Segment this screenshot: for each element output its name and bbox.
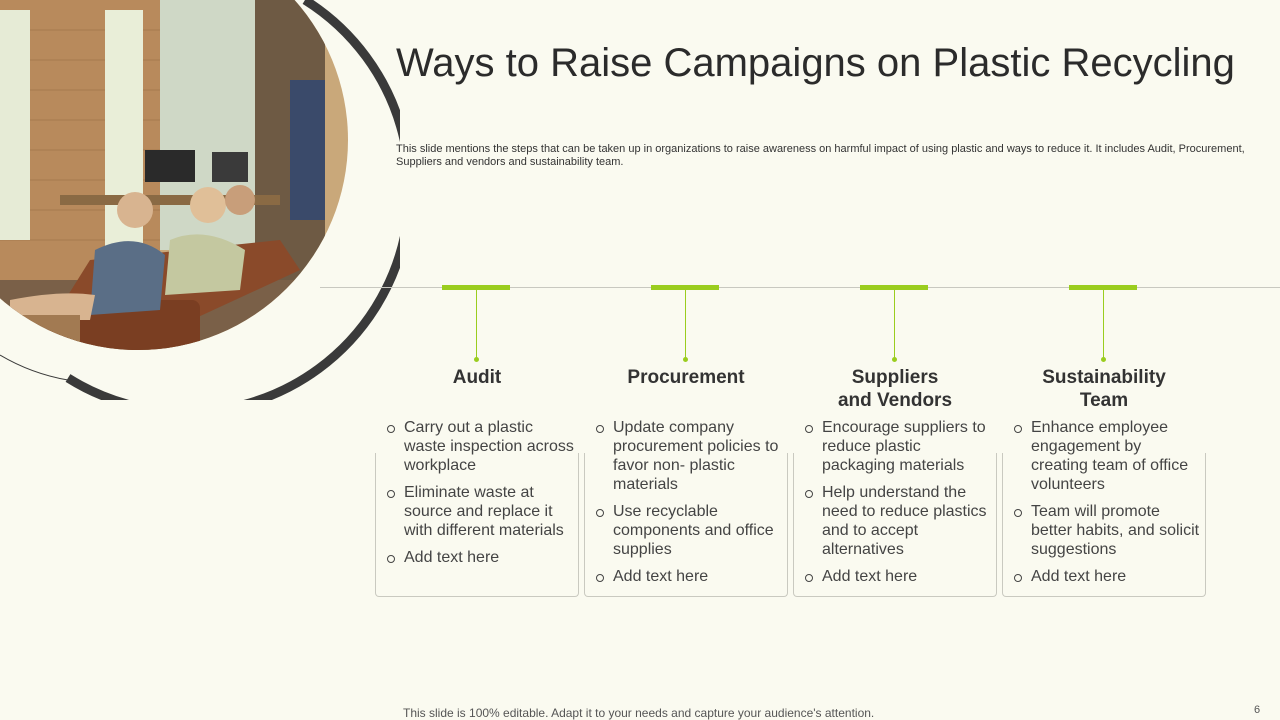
list-item: Use recyclable components and office sup… bbox=[592, 502, 784, 559]
timeline-dot bbox=[683, 357, 688, 362]
timeline-marker bbox=[442, 285, 510, 290]
timeline-stem bbox=[1103, 290, 1104, 359]
bullet-icon bbox=[1014, 509, 1022, 517]
office-photo bbox=[0, 0, 400, 400]
bullet-icon bbox=[387, 555, 395, 563]
bullet-list: Carry out a plastic waste inspection acr… bbox=[383, 418, 575, 575]
bullet-icon bbox=[387, 425, 395, 433]
timeline-marker bbox=[651, 285, 719, 290]
list-item-text: Eliminate waste at source and replace it… bbox=[404, 484, 564, 539]
list-item-text: Add text here bbox=[404, 549, 500, 566]
bullet-icon bbox=[1014, 574, 1022, 582]
column-box bbox=[584, 453, 788, 597]
timeline-dot bbox=[1101, 357, 1106, 362]
bullet-icon bbox=[596, 509, 604, 517]
page-title: Ways to Raise Campaigns on Plastic Recyc… bbox=[396, 41, 1235, 85]
bullet-list: Enhance employee engagement by creating … bbox=[1010, 418, 1202, 594]
bullet-icon bbox=[1014, 425, 1022, 433]
list-item: Enhance employee engagement by creating … bbox=[1010, 418, 1202, 494]
list-item: Help understand the need to reduce plast… bbox=[801, 483, 993, 559]
footer-note: This slide is 100% editable. Adapt it to… bbox=[403, 706, 875, 720]
bullet-icon bbox=[805, 425, 813, 433]
list-item-text: Carry out a plastic waste inspection acr… bbox=[404, 419, 574, 474]
list-item: Add text here bbox=[592, 567, 784, 586]
timeline-line bbox=[320, 287, 1280, 288]
list-item: Add text here bbox=[1010, 567, 1202, 586]
timeline-stem bbox=[476, 290, 477, 359]
list-item: Team will promote better habits, and sol… bbox=[1010, 502, 1202, 559]
column-box bbox=[1002, 453, 1206, 597]
timeline-dot bbox=[474, 357, 479, 362]
column-box bbox=[793, 453, 997, 597]
list-item-text: Add text here bbox=[1031, 568, 1127, 585]
list-item: Add text here bbox=[383, 548, 575, 567]
bullet-icon bbox=[596, 574, 604, 582]
list-item-text: Encourage suppliers to reduce plastic pa… bbox=[822, 419, 986, 474]
column-box bbox=[375, 453, 579, 597]
list-item-text: Update company procurement policies to f… bbox=[613, 419, 779, 493]
bullet-list: Update company procurement policies to f… bbox=[592, 418, 784, 594]
list-item-text: Add text here bbox=[822, 568, 918, 585]
bullet-icon bbox=[805, 574, 813, 582]
timeline-marker bbox=[1069, 285, 1137, 290]
bullet-icon bbox=[805, 490, 813, 498]
list-item: Carry out a plastic waste inspection acr… bbox=[383, 418, 575, 475]
column-heading: Audit bbox=[452, 367, 502, 388]
list-item: Encourage suppliers to reduce plastic pa… bbox=[801, 418, 993, 475]
list-item: Eliminate waste at source and replace it… bbox=[383, 483, 575, 540]
bullet-list: Encourage suppliers to reduce plastic pa… bbox=[801, 418, 993, 594]
list-item-text: Add text here bbox=[613, 568, 709, 585]
column-heading: Sustainability Team bbox=[1042, 367, 1166, 411]
list-item-text: Enhance employee engagement by creating … bbox=[1031, 419, 1189, 493]
column-heading: Suppliers and Vendors bbox=[837, 367, 953, 411]
timeline-marker bbox=[860, 285, 928, 290]
timeline-stem bbox=[685, 290, 686, 359]
page-number: 6 bbox=[1254, 704, 1261, 716]
list-item: Add text here bbox=[801, 567, 993, 586]
bullet-icon bbox=[596, 425, 604, 433]
list-item: Update company procurement policies to f… bbox=[592, 418, 784, 494]
timeline-dot bbox=[892, 357, 897, 362]
column-heading: Procurement bbox=[627, 367, 745, 388]
bullet-icon bbox=[387, 490, 395, 498]
list-item-text: Help understand the need to reduce plast… bbox=[822, 484, 987, 558]
list-item-text: Use recyclable components and office sup… bbox=[613, 503, 774, 558]
timeline-stem bbox=[894, 290, 895, 359]
page-subtitle: This slide mentions the steps that can b… bbox=[396, 143, 1245, 168]
list-item-text: Team will promote better habits, and sol… bbox=[1031, 503, 1200, 558]
